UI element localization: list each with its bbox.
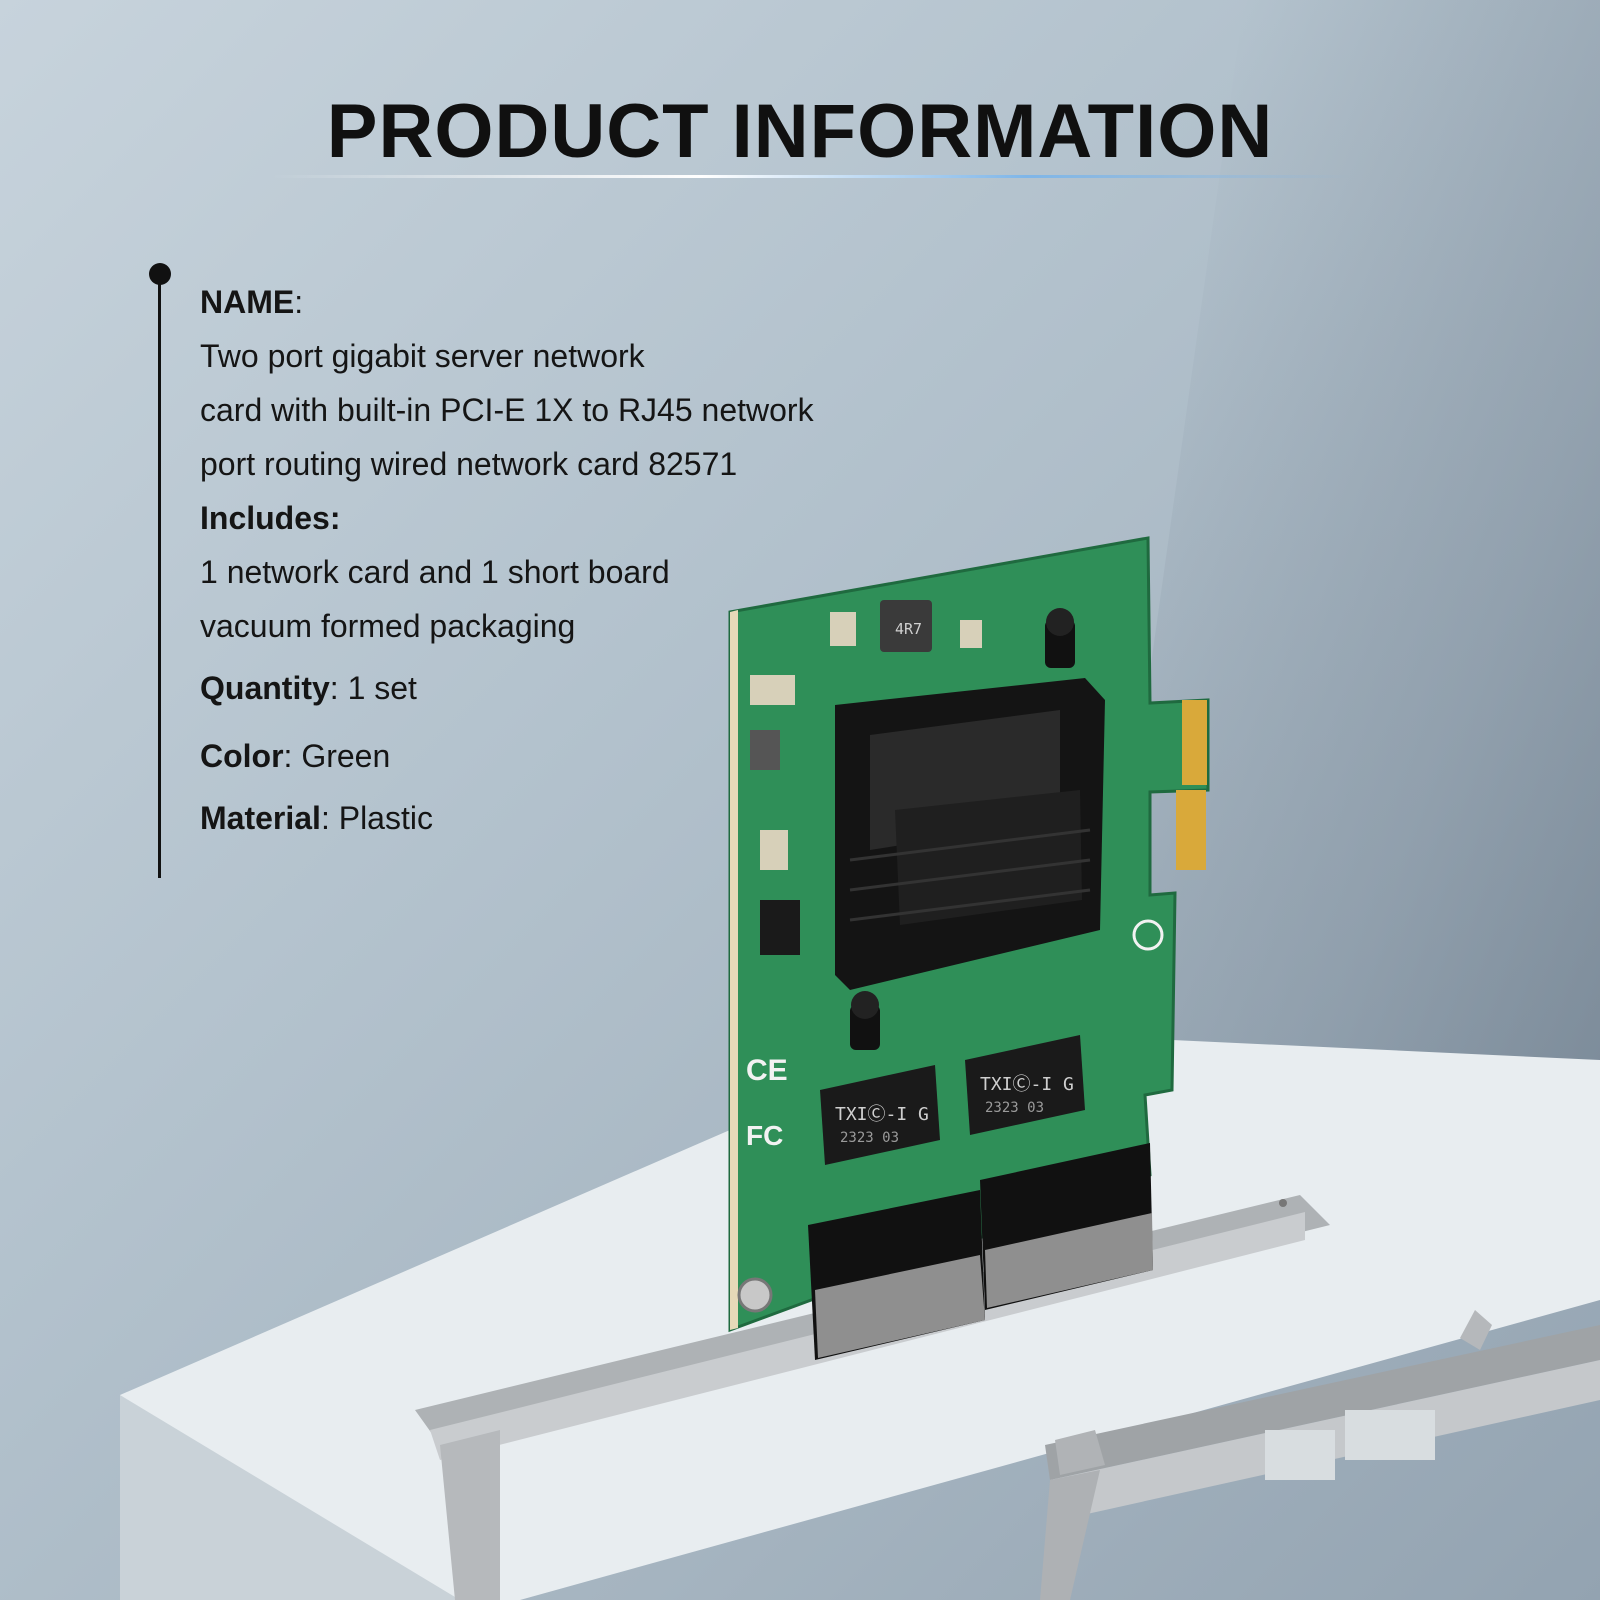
name-line: port routing wired network card 82571 <box>200 446 738 482</box>
material-label: Material <box>200 800 321 836</box>
rj45-port <box>980 1143 1153 1310</box>
includes-line: 1 network card and 1 short board <box>200 554 670 590</box>
quantity-row: Quantity: 1 set <box>200 670 417 706</box>
material-value: Plastic <box>338 800 433 836</box>
pb-free-mark <box>1132 919 1164 951</box>
name-line: Two port gigabit server network <box>200 338 645 374</box>
ce-mark: CE <box>746 1054 788 1087</box>
pci-e-gold-fingers <box>1182 700 1207 785</box>
table-front <box>120 1395 460 1600</box>
heatsink-pin <box>850 991 880 1050</box>
svg-text:2323 03: 2323 03 <box>840 1130 899 1146</box>
inductor <box>880 600 932 652</box>
name-row: NAME: <box>200 284 304 320</box>
color-row: Color: Green <box>200 738 391 774</box>
svg-text:TXIⒸ-I G: TXIⒸ-I G <box>835 1104 929 1125</box>
includes-line: vacuum formed packaging <box>200 608 576 644</box>
heatsink <box>835 678 1105 990</box>
material-row: Material: Plastic <box>200 800 433 836</box>
timeline-dot <box>149 263 171 285</box>
magnetics-transformer: TXIⒸ-I G 2323 03 <box>965 1035 1085 1135</box>
svg-text:4R7: 4R7 <box>895 620 922 638</box>
screw <box>737 1277 773 1313</box>
quantity-label: Quantity <box>200 670 330 706</box>
magnetics-transformer: TXIⒸ-I G 2323 03 <box>820 1065 940 1165</box>
name-line: card with built-in PCI-E 1X to RJ45 netw… <box>200 392 814 428</box>
includes-label: Includes: <box>200 500 341 536</box>
product-info: NAME: Two port gigabit server network ca… <box>200 275 920 845</box>
timeline-line <box>158 275 161 878</box>
page-title: PRODUCT INFORMATION <box>326 89 1274 174</box>
rj45-port <box>808 1190 985 1360</box>
svg-text:2323 03: 2323 03 <box>985 1100 1044 1116</box>
quantity-value: 1 set <box>347 670 417 706</box>
low-profile-bracket <box>1040 1310 1600 1600</box>
network-card: 4R7 TXIⒸ-I G 2323 03 <box>728 536 1210 1333</box>
color-label: Color <box>200 738 284 774</box>
name-label: NAME <box>200 284 295 320</box>
color-value: Green <box>301 738 391 774</box>
title-underline <box>270 175 1350 178</box>
fcc-mark: FC <box>746 1120 783 1151</box>
svg-text:TXIⒸ-I G: TXIⒸ-I G <box>980 1074 1074 1095</box>
heatsink-pin <box>1045 608 1075 668</box>
